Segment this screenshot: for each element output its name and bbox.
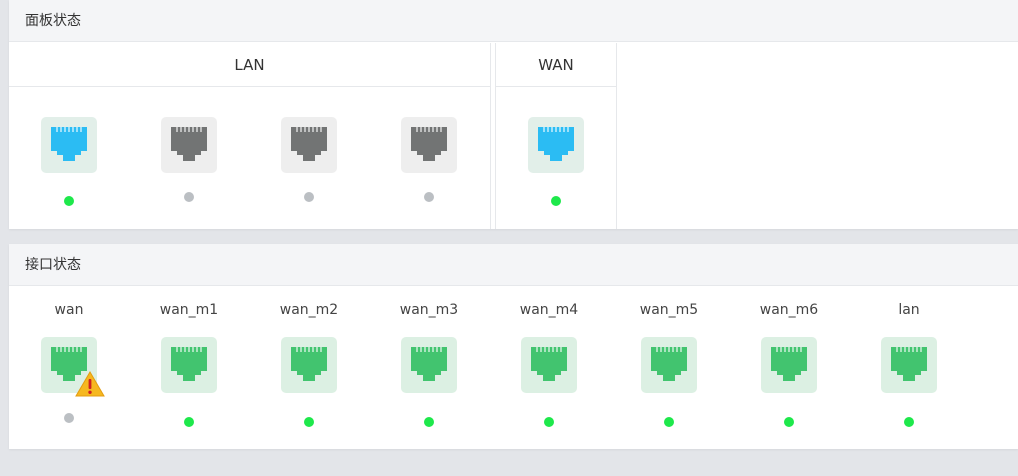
interface-port-wan_m6[interactable] [761,337,817,393]
lan-group: LAN [9,43,491,229]
status-dot [424,417,434,427]
panel-status-card: 面板状态 LAN WAN [9,0,1018,229]
interface-status-title: 接口状态 [9,244,1018,286]
status-dot [544,417,554,427]
interface-port-wan_m2[interactable] [281,337,337,393]
interface-label-wan_m5: wan_m5 [639,302,699,318]
status-dot [184,192,194,202]
interface-label-wan_m1: wan_m1 [159,302,219,318]
status-dot [64,413,74,423]
interface-label-wan_m2: wan_m2 [279,302,339,318]
status-dot [184,417,194,427]
status-dot [304,417,314,427]
interface-port-wan[interactable] [41,337,105,397]
interface-label-lan: lan [898,302,920,318]
wan-title: WAN [496,43,616,87]
status-dot [424,192,434,202]
panel-status-title: 面板状态 [9,0,1018,42]
status-dot [551,196,561,206]
lan-port-3[interactable] [281,117,337,173]
lan-port-2[interactable] [161,117,217,173]
status-dot [904,417,914,427]
interface-status-card: 接口状态 wan wan_m1 wan_m2 wan_m3 wan_m4 wan_m5 wa… [9,244,1018,449]
status-dot [304,192,314,202]
wan-port-1[interactable] [528,117,584,173]
status-dot [664,417,674,427]
interface-label-wan_m3: wan_m3 [399,302,459,318]
status-dot [784,417,794,427]
lan-port-1[interactable] [41,117,97,173]
interface-port-wan_m3[interactable] [401,337,457,393]
lan-port-4[interactable] [401,117,457,173]
status-dot [64,196,74,206]
interface-port-wan_m1[interactable] [161,337,217,393]
interface-port-wan_m5[interactable] [641,337,697,393]
interface-label-wan_m6: wan_m6 [759,302,819,318]
interface-label-wan_m4: wan_m4 [519,302,579,318]
wan-group: WAN [495,43,617,229]
lan-title: LAN [9,43,490,87]
interface-port-lan[interactable] [881,337,937,393]
interface-label-wan: wan [54,302,84,318]
interface-port-wan_m4[interactable] [521,337,577,393]
